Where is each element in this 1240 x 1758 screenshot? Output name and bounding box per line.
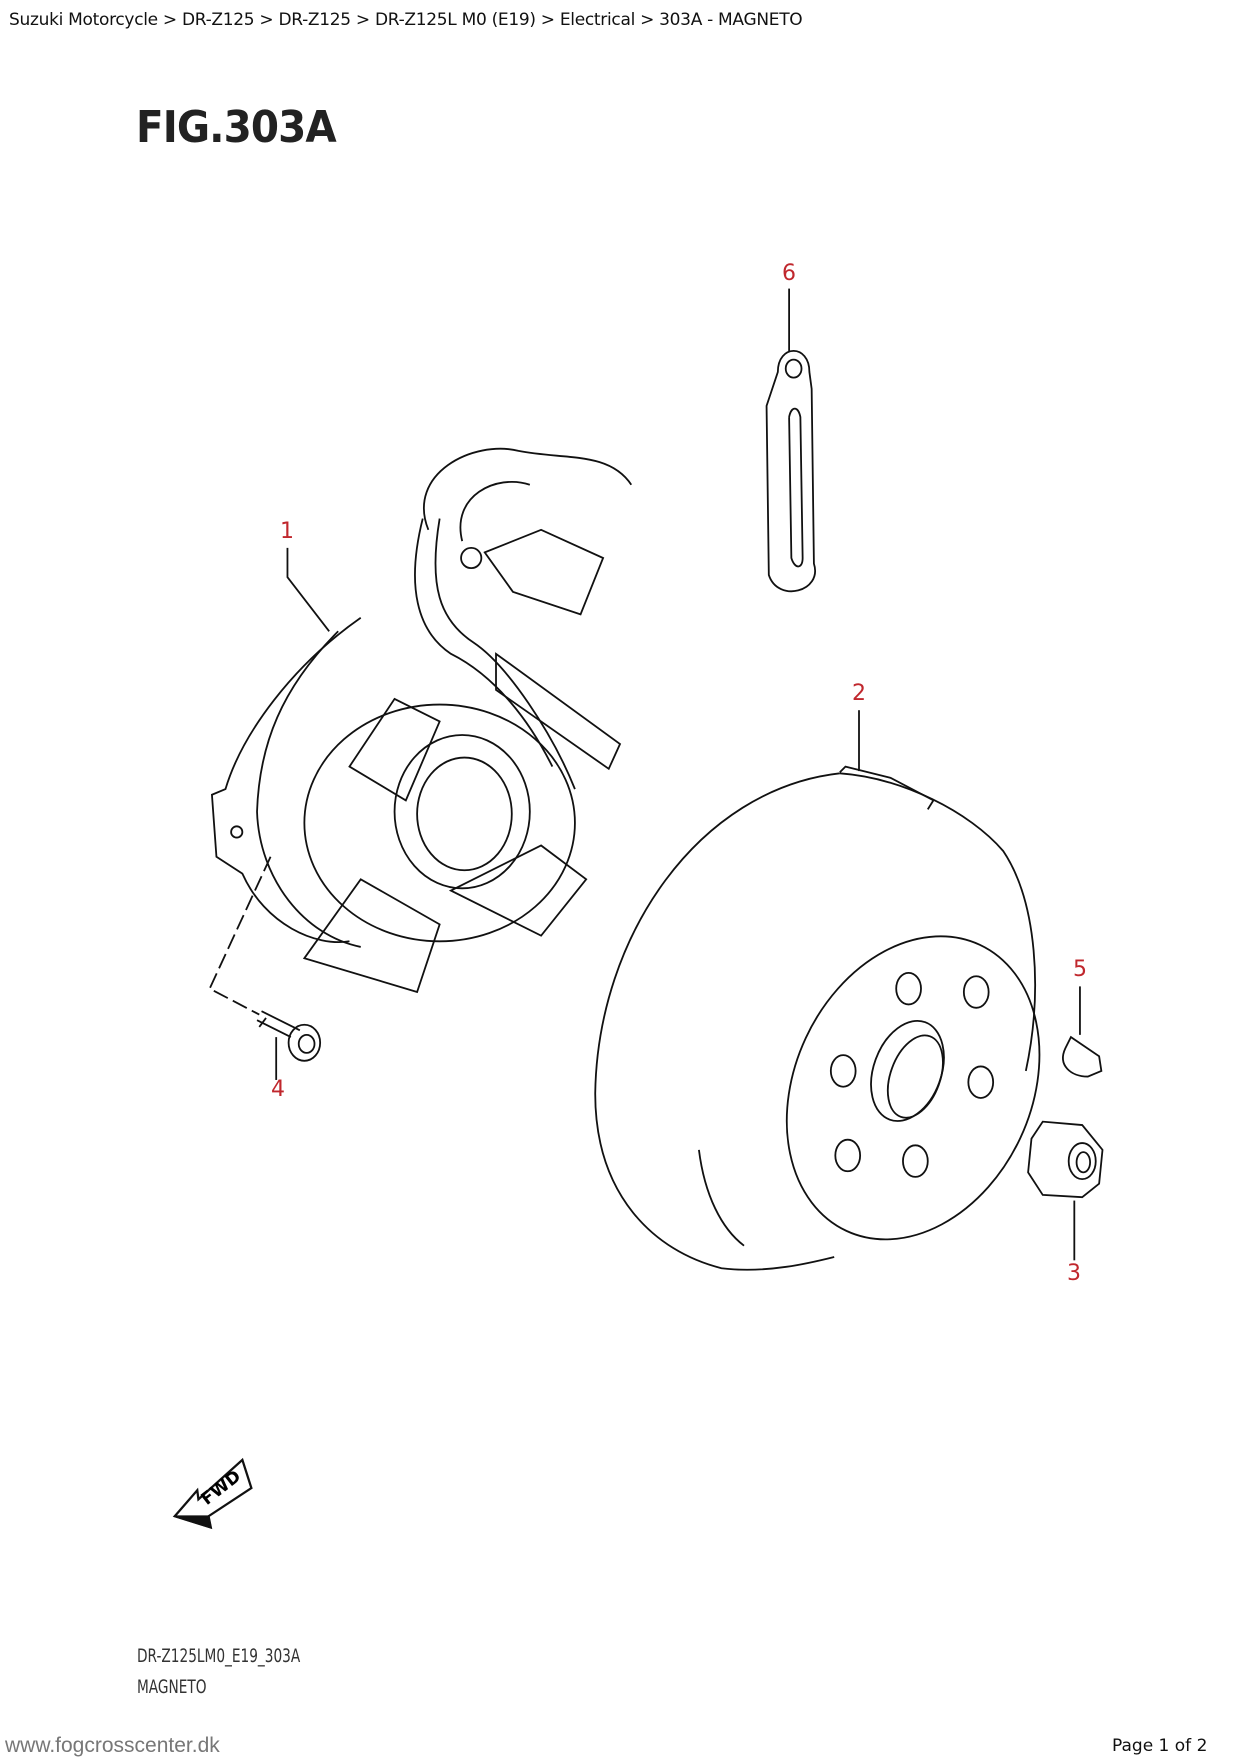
page-indicator: Page 1 of 2: [1112, 1736, 1208, 1756]
flywheel-rotor: [594, 765, 1041, 1271]
nut: [1027, 1120, 1104, 1199]
fwd-arrow-icon: [172, 1457, 253, 1530]
callout-3: 3: [1067, 1261, 1081, 1286]
callout-5: 5: [1073, 957, 1087, 982]
diagram-name: MAGNETO: [137, 1676, 207, 1698]
cable-clamp: [765, 349, 816, 593]
woodruff-key: [1062, 1035, 1103, 1078]
callout-6: 6: [782, 261, 796, 286]
stator-assembly: [210, 447, 633, 994]
leader-lines: [208, 288, 1081, 1261]
breadcrumb: Suzuki Motorcycle > DR-Z125 > DR-Z125 > …: [9, 10, 803, 30]
callout-2: 2: [852, 681, 866, 706]
callout-4: 4: [271, 1077, 285, 1102]
diagram-code: DR-Z125LM0_E19_303A: [137, 1645, 301, 1667]
figure-title: FIG.303A: [136, 102, 337, 153]
callout-1: 1: [280, 519, 294, 544]
footer-site-link[interactable]: www.fogcrosscenter.dk: [5, 1734, 220, 1757]
bolt: [256, 1010, 322, 1062]
